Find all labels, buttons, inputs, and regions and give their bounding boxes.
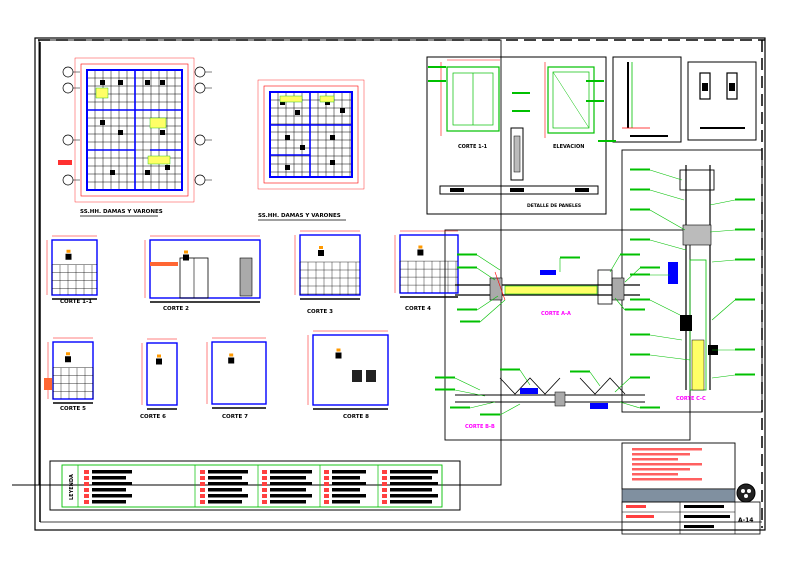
section-b-b: CORTE B-B: [455, 377, 645, 430]
corte-sections: CORTE 1-1 CORTE 2 CORTE 3 CORTE 4 CORTE …: [44, 230, 459, 420]
floor-plan-2: SS.HH. DAMAS Y VARONES: [257, 79, 365, 221]
small-detail-b: [687, 61, 757, 141]
detail-label: CORTE B-B: [465, 424, 495, 430]
plan-label: SS.HH. DAMAS Y VARONES: [80, 209, 163, 215]
corte-label: CORTE 5: [60, 406, 86, 412]
legend-table: LEYENDA: [49, 460, 461, 511]
corte-label: CORTE 2: [163, 306, 189, 312]
sheet-border: [12, 37, 766, 531]
small-detail-a: [612, 56, 682, 143]
section-a-a: CORTE A-A: [455, 269, 640, 317]
section-c-c: CORTE C-C: [668, 165, 718, 402]
leader-annotations: [428, 66, 755, 416]
legend-title: LEYENDA: [69, 474, 75, 500]
corte-label: CORTE 6: [140, 414, 166, 420]
detail-label: CORTE A-A: [541, 311, 571, 317]
corte-label: CORTE 7: [222, 414, 248, 420]
detail-label: CORTE 1-1: [458, 144, 488, 150]
detail-label: DETALLE DE PANELES: [527, 203, 581, 209]
sheet-number: A-14: [738, 517, 753, 524]
corte-label: CORTE 4: [405, 306, 431, 312]
corte-label: CORTE 1-1: [60, 299, 92, 305]
detail-label: CORTE C-C: [676, 396, 706, 402]
detail-label: ELEVACION: [553, 144, 584, 150]
corte-label: CORTE 8: [343, 414, 369, 420]
corte-label: CORTE 3: [307, 309, 333, 315]
floor-plan-1: SS.HH. DAMAS Y VARONES: [58, 57, 212, 217]
plan-label: SS.HH. DAMAS Y VARONES: [258, 213, 341, 219]
title-block: A-14: [621, 442, 761, 535]
panel-detail-block: CORTE 1-1 ELEVACION DETALLE DE PANELES: [426, 56, 607, 215]
